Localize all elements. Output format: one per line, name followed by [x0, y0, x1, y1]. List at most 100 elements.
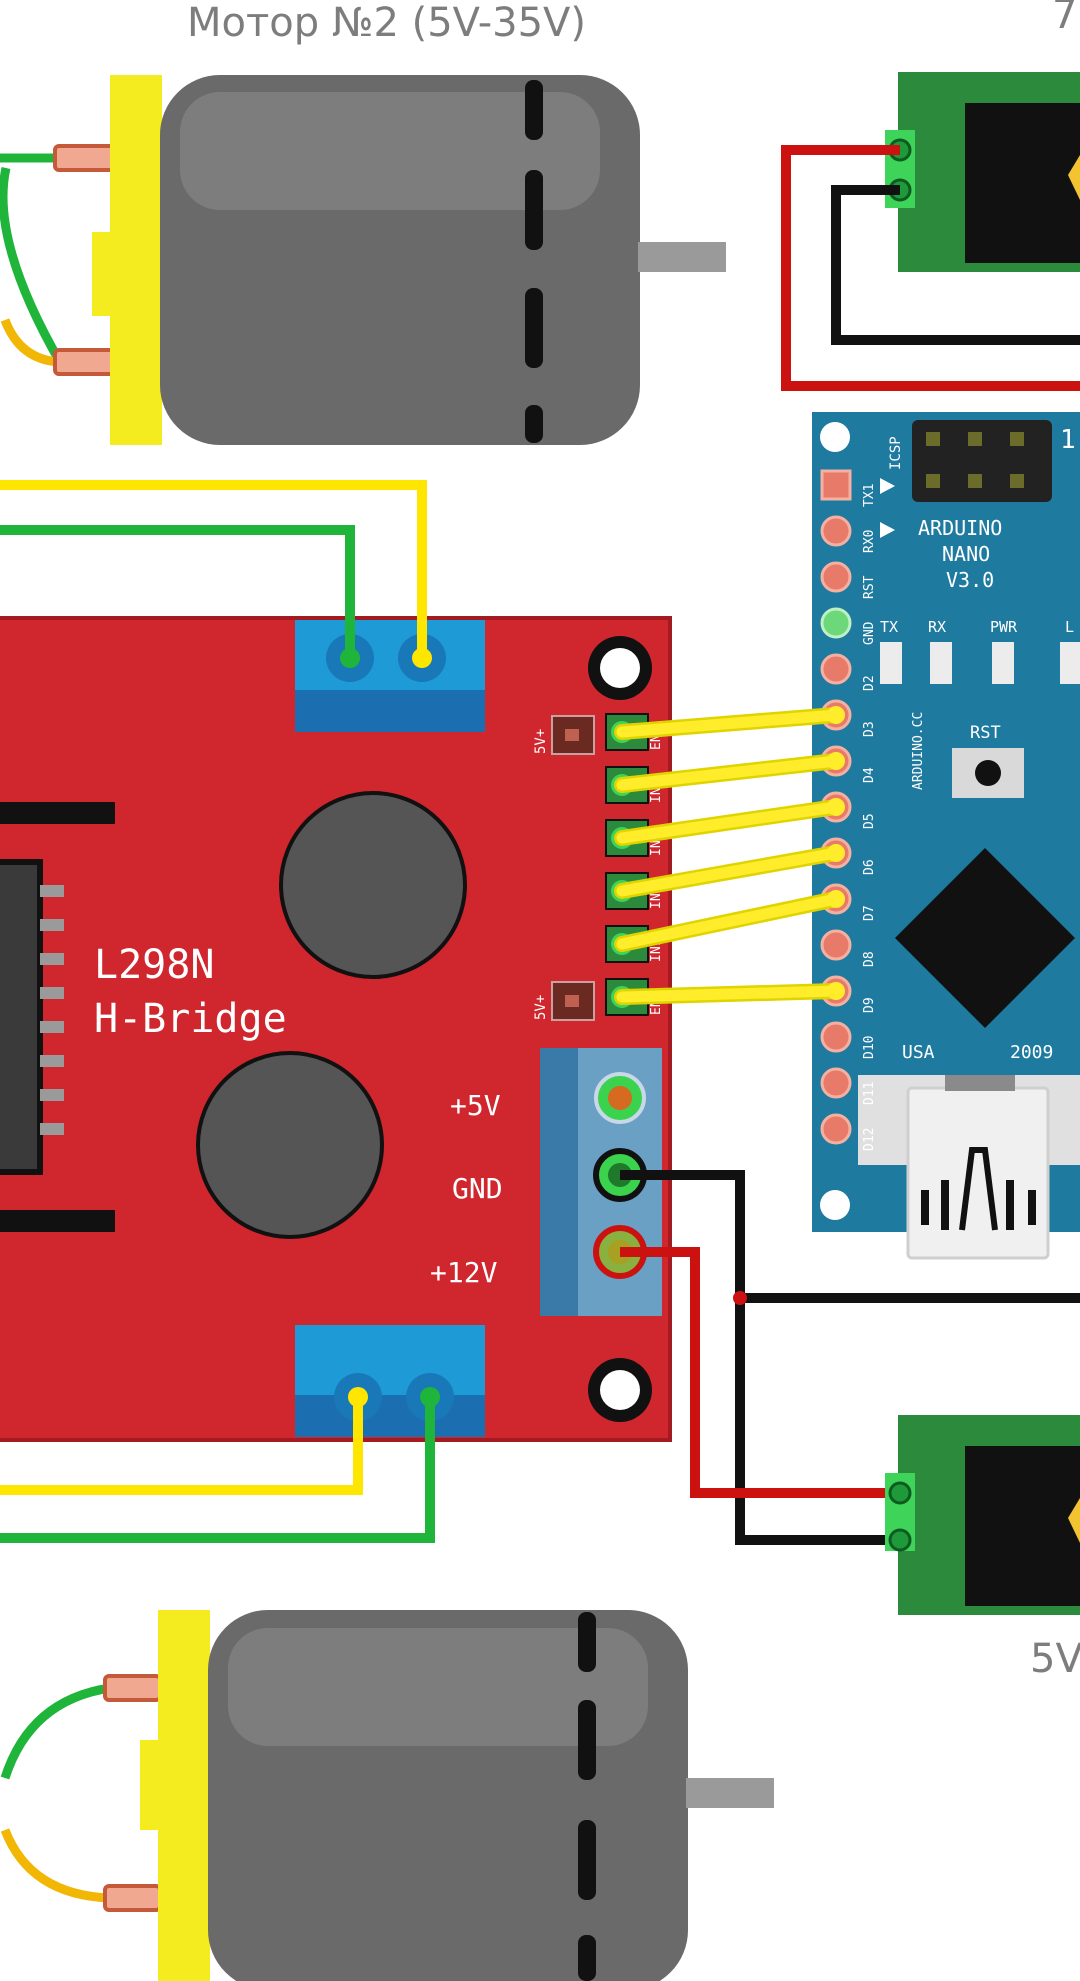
power-module-bottom — [885, 1415, 1080, 1615]
capacitor — [196, 1051, 384, 1239]
bottom-right-caption-fragment: 5V — [1030, 1636, 1080, 1682]
motor2-terminal-top — [53, 144, 117, 172]
wire-yellow-motor-b — [0, 1397, 363, 1495]
chip-leg — [40, 1089, 64, 1101]
motor2-shaft — [638, 242, 726, 272]
led-pwr — [992, 642, 1014, 684]
chip-leg — [40, 1123, 64, 1135]
motor1-lead-green — [0, 1683, 111, 1780]
wire-red-top-module — [781, 145, 1080, 391]
chip-leg — [40, 953, 64, 965]
led-rx — [930, 642, 952, 684]
signal-wires — [614, 706, 845, 1005]
arduino-pin-label: RX0 — [862, 530, 877, 553]
motor1-endcap — [158, 1610, 210, 1981]
motor2-terminal-bottom — [53, 348, 117, 376]
wire-black-gnd — [620, 1170, 900, 1545]
motor1-shaft — [686, 1778, 774, 1808]
arduino-pin-label: GND — [862, 621, 877, 645]
wire-green-motor-b — [0, 1397, 435, 1543]
microcontroller-chip — [895, 848, 1075, 1028]
chip-leg — [40, 919, 64, 931]
label-gnd: GND — [452, 1172, 503, 1205]
arduino-pin-label: D9 — [862, 997, 877, 1013]
hbridge-title-line2: H-Bridge — [94, 996, 287, 1042]
motor1-terminal-top — [103, 1674, 162, 1702]
arduino-pin-rx0: RX0 — [820, 515, 877, 553]
jumper-label-bottom: 5V+ — [533, 995, 549, 1020]
mounting-hole — [600, 648, 640, 688]
wire-yellow-motor-a — [0, 480, 427, 658]
arduino-pin-label: D6 — [862, 859, 877, 875]
wire-yellow-enb-d3 — [616, 709, 842, 738]
arduino-name-line2: NANO — [942, 542, 990, 566]
wire-yellow-in4-d4 — [616, 755, 842, 791]
motor-1 — [0, 1610, 774, 1981]
power-module-top — [885, 72, 1080, 272]
arduino-pin-label: D2 — [862, 675, 877, 691]
arduino-name-line3: V3.0 — [946, 568, 994, 592]
l298n-chip — [0, 859, 43, 1175]
arduino-pin-d11: D11 — [820, 1067, 877, 1105]
label-plus12: +12V — [430, 1256, 498, 1289]
arduino-pin-d10: D10 — [820, 1021, 877, 1059]
arduino-nano: ICSP 1 ARDUINO NANO V3.0 TX RX PWR L ARD… — [812, 412, 1080, 1260]
usb-connector[interactable] — [906, 1086, 1050, 1260]
arduino-pin-label: D8 — [862, 951, 877, 967]
arduino-pin-d8: D8 — [820, 929, 877, 967]
arduino-pin-label: D10 — [862, 1036, 877, 1059]
motor2-lead-green — [0, 167, 64, 365]
motor1-lead-yellow — [0, 1828, 111, 1903]
capacitor — [279, 791, 467, 979]
wire-yellow-in1-d7 — [616, 893, 842, 950]
chip-leg — [40, 885, 64, 897]
wire-yellow-ena-d9 — [616, 985, 842, 1003]
header-fragment: 1 — [1060, 425, 1076, 455]
motor1-terminal-bottom — [103, 1884, 162, 1912]
wire-red-12v — [620, 1247, 900, 1498]
rst-button-label: RST — [970, 723, 1001, 743]
chip-leg — [40, 987, 64, 999]
label-plus5: +5V — [450, 1089, 501, 1122]
arduino-pin-label: D11 — [862, 1082, 877, 1105]
arduino-pin-d2: D2 — [820, 653, 877, 691]
chip-leg — [40, 1021, 64, 1033]
arduino-pin-label: RST — [862, 575, 877, 599]
motor-2 — [0, 75, 726, 445]
arduino-site: ARDUINO.CC — [911, 712, 926, 790]
arduino-pin-rst: RST — [820, 561, 877, 599]
arduino-pin-label: D12 — [862, 1128, 877, 1151]
led-rx-label: RX — [928, 618, 946, 636]
top-right-caption-fragment: 7 — [1052, 0, 1077, 38]
made-in-label: USA — [902, 1042, 935, 1063]
wire-black-top-module — [831, 185, 1080, 345]
wire-yellow-in3-d5 — [616, 801, 842, 844]
led-l-label: L — [1065, 618, 1074, 636]
jumper-label-top: 5V+ — [533, 729, 549, 754]
icsp-label: ICSP — [888, 436, 904, 470]
hbridge-title-line1: L298N — [94, 942, 214, 988]
arduino-pin-label: TX1 — [862, 484, 877, 507]
mounting-hole — [820, 1190, 850, 1220]
led-pwr-label: PWR — [990, 618, 1018, 636]
led-tx-label: TX — [880, 618, 898, 636]
l298n-hbridge: L298N H-Bridge +5V GND +12V 5V+ 5V+ ENBI… — [0, 616, 672, 1442]
mounting-hole — [600, 1370, 640, 1410]
wire-yellow-in2-d6 — [616, 847, 842, 897]
motor2-lead-yellow — [0, 318, 61, 367]
mounting-hole — [820, 422, 850, 452]
chip-leg — [40, 1055, 64, 1067]
arduino-pin-label: D4 — [862, 767, 877, 783]
arduino-pin-label: D3 — [862, 721, 877, 737]
arduino-pin-gnd: GND — [820, 607, 877, 645]
arduino-pin-label: D7 — [862, 905, 877, 921]
motor2-caption: Мотор №2 (5V-35V) — [187, 0, 586, 46]
motor2-endcap — [110, 75, 162, 445]
led-l — [1060, 642, 1080, 684]
arduino-pin-label: D5 — [862, 813, 877, 829]
wire-green-motor-a — [0, 525, 355, 658]
arduino-pin-d12: D12 — [820, 1113, 877, 1151]
year-label: 2009 — [1010, 1042, 1053, 1063]
arduino-name-line1: ARDUINO — [918, 516, 1002, 540]
